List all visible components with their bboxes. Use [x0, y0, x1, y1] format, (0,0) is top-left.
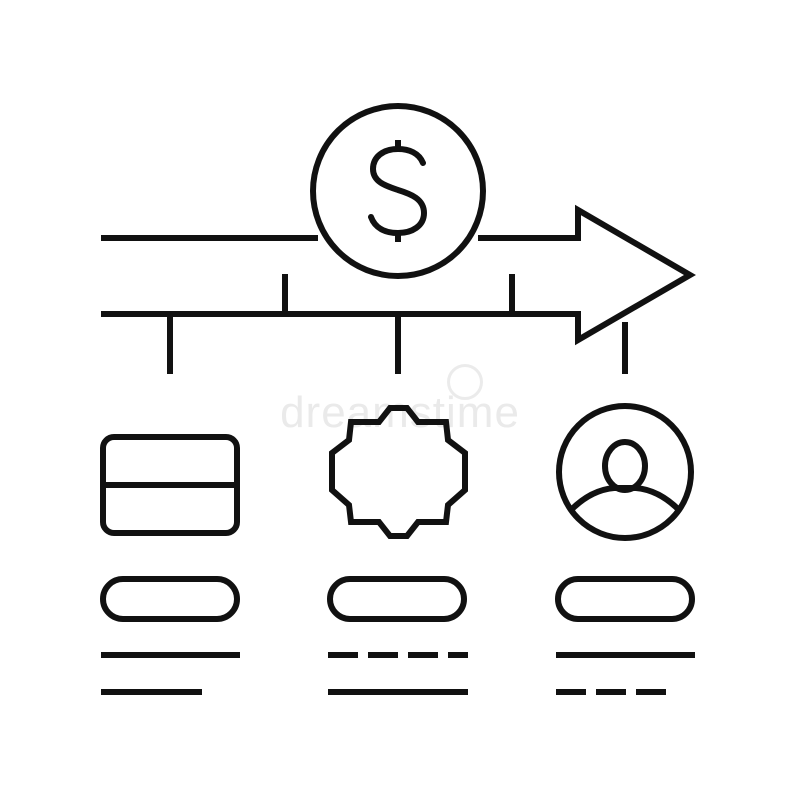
coin-circle	[310, 103, 486, 279]
user-avatar-icon	[556, 403, 694, 541]
step-1	[100, 434, 240, 695]
dollar-coin-icon	[310, 103, 486, 279]
step-3	[555, 403, 695, 695]
user-shoulders	[568, 485, 682, 513]
gear-icon	[329, 405, 468, 539]
step-3-label-pill	[555, 576, 695, 622]
step-2-label-pill	[327, 576, 467, 622]
arrow-head-outline	[101, 204, 696, 346]
step-2	[327, 405, 468, 695]
timeline-arrow	[101, 204, 696, 374]
step-1-label-pill	[100, 576, 240, 622]
user-head	[602, 439, 648, 493]
dollar-sign-glyph	[368, 146, 427, 236]
